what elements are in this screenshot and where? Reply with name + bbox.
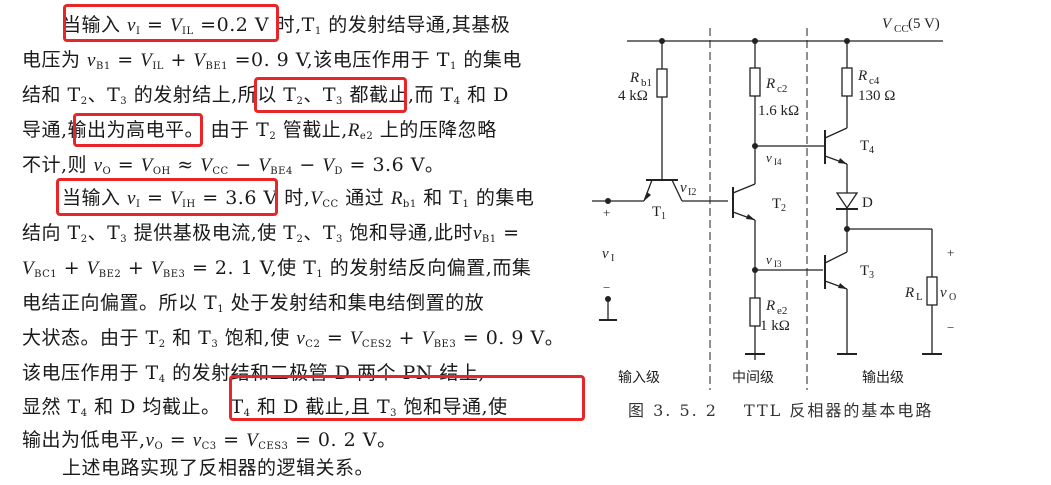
text-line: 结向 T2、T3 提供基极电流,使 T2、T3 饱和导通,此时vB1 = (22, 222, 520, 245)
rl-label: R (904, 285, 914, 301)
svg-text:−: − (947, 320, 954, 335)
highlight-box (63, 4, 279, 42)
text-line: 上述电路实现了反相器的逻辑关系。 (62, 457, 375, 479)
text-line: 大状态。由于 T2 和 T3 饱和,使 vC2 = VCES2 + VBE3 =… (22, 327, 565, 350)
text-line: 该电压作用于 T4 的发射结和二极管 D 两个 PN 结上, (22, 362, 485, 385)
svg-text:+: + (603, 205, 610, 220)
figure-caption: 图 3. 5. 2 TTL 反相器的基本电路 (628, 397, 933, 421)
ttl-inverter-circuit: V CC (5 V) R b1 4 kΩ T 1 v I2 + v I − R … (592, 16, 956, 390)
svg-text:130 Ω: 130 Ω (858, 88, 895, 104)
svg-text:4: 4 (869, 145, 874, 156)
t1-label: T (652, 204, 661, 220)
svg-text:c4: c4 (869, 75, 880, 87)
vi4-label: v (766, 150, 772, 165)
vcc-label: V (882, 16, 893, 32)
diode-label: D (862, 195, 873, 211)
text-line: 导通,输出为高电平。 由于 T2 管截止,Re2 上的压降忽略 (22, 119, 497, 142)
svg-text:4 kΩ: 4 kΩ (618, 88, 648, 104)
svg-text:L: L (916, 291, 923, 303)
svg-text:−: − (603, 280, 610, 295)
svg-text:I2: I2 (688, 187, 696, 198)
svg-text:2: 2 (781, 203, 786, 214)
vi-label: v (602, 246, 609, 262)
stage-label-output: 输出级 (862, 370, 904, 386)
vi3-label: v (766, 252, 772, 267)
text-line: 不计,则 vO = VOH ≈ VCC − VBE4 − VD = 3.6 V。 (22, 154, 445, 177)
svg-text:O: O (949, 292, 956, 303)
highlight-box (73, 113, 203, 147)
text-line: 结和 T2、T3 的发射结上,所以 T2、T3 都截止,而 T4 和 D (22, 84, 509, 107)
svg-text:+: + (947, 245, 954, 260)
text-line: 输出为低电平,vO = vC3 = VCES3 = 0. 2 V。 (22, 429, 397, 452)
svg-text:(5 V): (5 V) (908, 16, 940, 32)
t3-label: T (860, 263, 869, 279)
t2-label: T (772, 196, 781, 212)
svg-text:3: 3 (869, 270, 874, 281)
stage-label-input: 输入级 (618, 370, 660, 386)
highlight-box (56, 178, 278, 216)
text-line: VBC1 + VBE2 + VBE3 = 2. 1 V,使 T1 的发射结反向偏… (22, 257, 532, 280)
figure-number: 图 3. 5. 2 (628, 401, 718, 420)
vi2-label: v (680, 180, 687, 196)
svg-text:1: 1 (661, 211, 666, 222)
text-line: 当输入 vI = VIL =0.2 V 时,T1 的发射结导通,其基极 (62, 14, 511, 37)
t4-label: T (860, 138, 869, 154)
rc2-label: R (765, 76, 775, 92)
svg-text:c2: c2 (777, 83, 787, 95)
text-line: 电结正向偏置。所以 T1 处于发射结和集电结倒置的放 (22, 292, 485, 315)
stage-label-middle: 中间级 (732, 370, 774, 386)
svg-text:1.6 kΩ: 1.6 kΩ (758, 103, 799, 119)
rc4-label: R (857, 68, 867, 84)
figure-title: TTL 反相器的基本电路 (743, 401, 934, 420)
highlight-box (229, 375, 585, 421)
svg-text:I3: I3 (774, 259, 782, 269)
svg-text:e2: e2 (777, 305, 787, 317)
text-line: 显然 T4 和 D 均截止。T4 和 D 截止,且 T3 饱和导通,使 (22, 396, 508, 419)
re2-label: R (765, 298, 775, 314)
vo-label: v (940, 285, 947, 301)
svg-text:1 kΩ: 1 kΩ (760, 318, 790, 334)
svg-text:b1: b1 (641, 77, 652, 89)
rb1-label: R (629, 70, 639, 86)
text-line: 电压为 vB1 = VIL + VBE1 =0. 9 V,该电压作用于 T1 的… (22, 49, 522, 72)
svg-text:CC: CC (894, 23, 909, 35)
svg-text:I4: I4 (774, 157, 782, 167)
svg-text:I: I (611, 253, 614, 264)
highlight-box (254, 77, 407, 113)
